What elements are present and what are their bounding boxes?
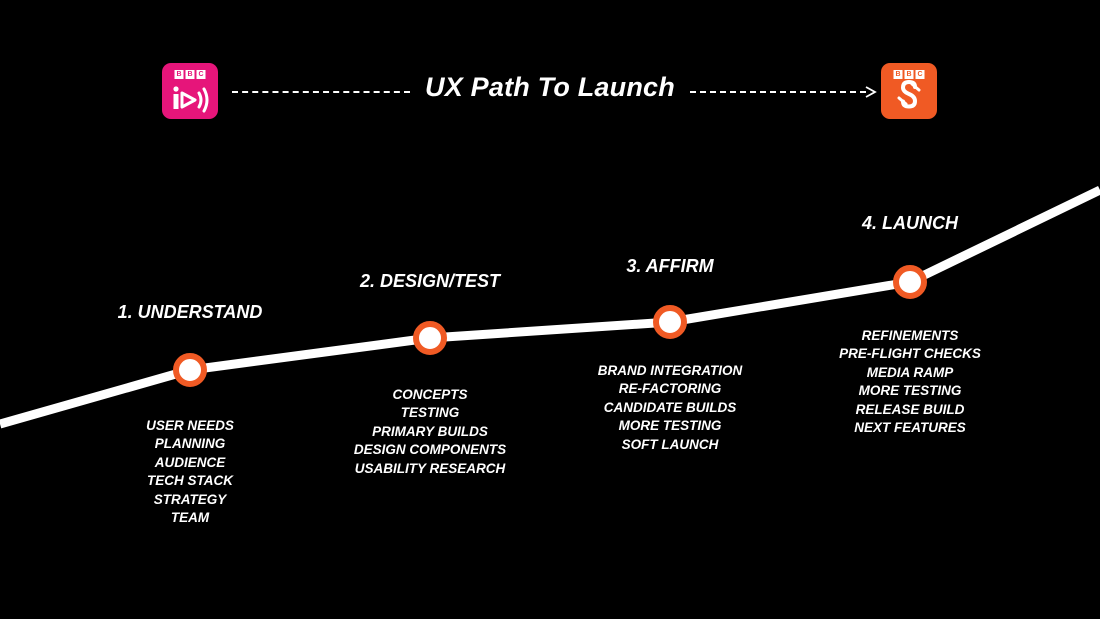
bbc-letter: B — [893, 70, 903, 79]
stage-title-design-test: 2. DESIGN/TEST — [359, 271, 501, 291]
stage-title-affirm: 3. AFFIRM — [626, 256, 714, 276]
list-item: USABILITY RESEARCH — [354, 460, 506, 476]
stage-title-launch: 4. LAUNCH — [861, 213, 959, 233]
list-item: USER NEEDS — [146, 418, 234, 433]
list-item: STRATEGY — [153, 491, 227, 507]
dashed-connector-right — [690, 91, 866, 93]
list-item: RE-FACTORING — [618, 381, 722, 397]
milestone-design-test — [413, 321, 447, 355]
bbc-sounds-icon: B B C — [881, 63, 937, 119]
stage-list-design-test: CONCEPTS TESTING PRIMARY BUILDS DESIGN C… — [354, 386, 506, 478]
milestone-understand — [173, 353, 207, 387]
stage-list-understand: USER NEEDS PLANNING AUDIENCE TECH STACK … — [146, 417, 234, 527]
list-item: MORE TESTING — [858, 383, 962, 399]
bbc-iplayer-radio-icon: B B C — [162, 63, 218, 119]
list-item: PLANNING — [154, 436, 226, 452]
path-line — [0, 185, 1100, 429]
list-item: REFINEMENTS — [861, 328, 959, 343]
bbc-logo-blocks: B B C — [893, 70, 925, 79]
list-item: TECH STACK — [147, 473, 233, 489]
bbc-letter: B — [174, 70, 184, 79]
list-item: CANDIDATE BUILDS — [603, 399, 737, 415]
milestones — [173, 265, 927, 387]
page-title: UX Path To Launch — [0, 72, 1100, 103]
list-item: NEXT FEATURES — [854, 420, 966, 436]
milestone-affirm — [653, 305, 687, 339]
list-item: MORE TESTING — [618, 418, 722, 434]
list-item: DESIGN COMPONENTS — [353, 442, 507, 458]
list-item: PRIMARY BUILDS — [372, 423, 488, 439]
stage-list-affirm: BRAND INTEGRATION RE-FACTORING CANDIDATE… — [598, 362, 743, 454]
list-item: AUDIENCE — [154, 454, 226, 470]
bbc-letter: B — [904, 70, 914, 79]
page-title-text: UX Path To Launch — [425, 72, 675, 102]
bbc-letter: C — [915, 70, 925, 79]
list-item: TESTING — [400, 405, 460, 421]
bbc-letter: B — [185, 70, 195, 79]
bbc-letter: C — [196, 70, 206, 79]
list-item: MEDIA RAMP — [866, 364, 954, 380]
radio-waves-glyph — [173, 86, 209, 113]
arrow-right-icon — [865, 86, 877, 98]
milestone-launch — [893, 265, 927, 299]
sounds-glyph — [897, 79, 921, 109]
stage-title-understand: 1. UNDERSTAND — [117, 302, 263, 322]
list-item: PRE-FLIGHT CHECKS — [839, 346, 981, 362]
dashed-connector-left — [232, 91, 410, 93]
bbc-logo-blocks: B B C — [174, 70, 206, 79]
list-item: TEAM — [170, 510, 210, 526]
list-item: CONCEPTS — [392, 387, 468, 402]
list-item: RELEASE BUILD — [855, 401, 965, 417]
list-item: SOFT LAUNCH — [621, 436, 719, 452]
list-item: BRAND INTEGRATION — [597, 363, 743, 378]
stage-list-launch: REFINEMENTS PRE-FLIGHT CHECKS MEDIA RAMP… — [839, 327, 981, 437]
